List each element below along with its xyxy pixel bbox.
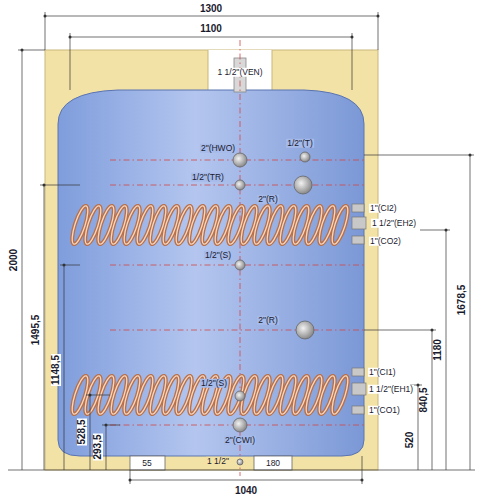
dimension-value: 2000 <box>9 248 19 272</box>
connection-label: 1"(CI1) <box>368 368 397 377</box>
connection-label: 55 <box>141 459 152 468</box>
foot <box>130 456 165 470</box>
dimension-value: 520 <box>405 431 415 450</box>
connection-label: 2"(HWO) <box>200 144 236 153</box>
foot <box>254 456 292 470</box>
connection-label: 2"(CWI) <box>224 436 256 445</box>
coil-stubs <box>352 204 366 414</box>
dimension-value: 293,5 <box>93 433 103 460</box>
heating-coils <box>69 204 351 415</box>
dimension-value: 1180 <box>433 338 443 362</box>
connection-label: 2"(R) <box>257 195 279 204</box>
dimension-value: 528,5 <box>77 418 87 445</box>
fittings <box>233 152 314 465</box>
insulation <box>45 50 378 470</box>
dimension-value: 840,5 <box>419 386 429 413</box>
connection-label: 1/2"(T) <box>286 139 314 148</box>
connection-label: 1/2"(S) <box>204 251 232 260</box>
connection-label: 1 1/2"(EH1) <box>368 385 414 394</box>
connection-label: 1 1/2"(VEN) <box>216 68 263 77</box>
connection-label: 1/2"(TR) <box>191 173 225 182</box>
connection-label: 1 1/2"(EH2) <box>371 219 417 228</box>
dimension-lines <box>8 12 475 484</box>
dimension-value: 1495,5 <box>31 314 41 347</box>
coil-highlight <box>329 204 351 245</box>
coil-highlight <box>329 374 351 415</box>
connection-label: 1/2"(S) <box>200 379 228 388</box>
connection-label: 1"(CO2) <box>369 237 402 246</box>
dimension-value: 1678,5 <box>457 284 467 317</box>
dimension-value: 1040 <box>234 486 258 496</box>
dimension-value: 1100 <box>199 24 223 34</box>
connection-label: 1"(CO1) <box>368 406 401 415</box>
tank-body <box>58 90 364 456</box>
dimension-value: 1300 <box>199 4 223 14</box>
connection-label: 1"(CI2) <box>369 204 398 213</box>
dimension-ticks <box>21 15 472 482</box>
connection-label: 1 1/2" <box>206 457 230 466</box>
connection-label: 180 <box>265 459 281 468</box>
dimension-value: 1148,5 <box>51 354 61 386</box>
connection-label: 2"(R) <box>257 316 279 325</box>
coil-highlight <box>225 374 247 415</box>
center-lines <box>110 40 364 476</box>
